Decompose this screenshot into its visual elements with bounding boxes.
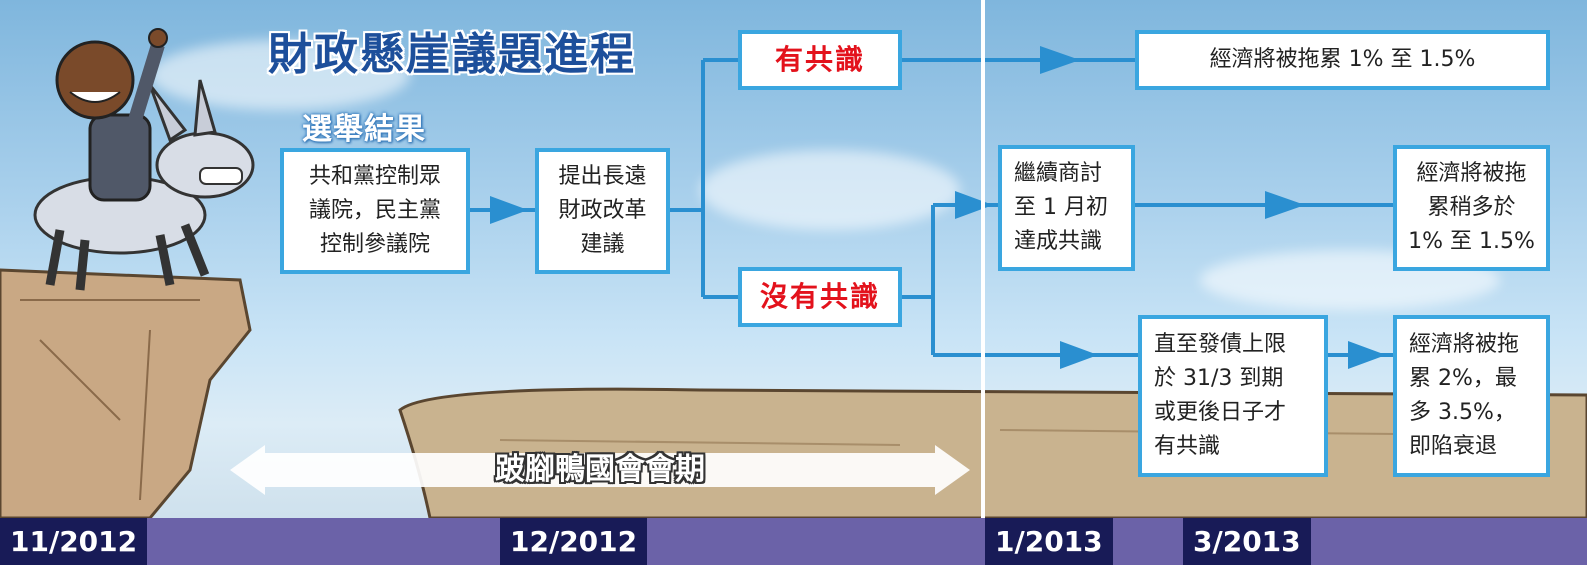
date-label: 11/2012 <box>0 518 148 565</box>
arrow-icon <box>1348 341 1386 369</box>
date-label: 12/2012 <box>500 518 648 565</box>
box-outcome-debt: 經濟將被拖 累 2%，最 多 3.5%， 即陷衰退 <box>1393 315 1550 477</box>
date-label: 1/2013 <box>985 518 1113 565</box>
page-title: 財政懸崖議題進程 <box>268 29 636 80</box>
box-outcome-consensus: 經濟將被拖累 1% 至 1.5% <box>1135 30 1550 90</box>
cloud <box>150 40 410 110</box>
session-label: 跛腳鴨國會會期 <box>495 452 705 487</box>
double-arrow-icon <box>230 445 970 495</box>
box-election-result: 共和黨控制眾 議院，民主黨 控制參議院 <box>280 148 470 274</box>
arrow-icon <box>1040 46 1080 74</box>
subtitle: 選舉結果 <box>302 112 426 147</box>
box-no-consensus: 沒有共識 <box>738 267 902 327</box>
box-consensus: 有共識 <box>738 30 902 90</box>
lame-duck-session: 跛腳鴨國會會期 <box>230 445 970 495</box>
arrow-icon <box>1060 341 1098 369</box>
timeline-bar <box>0 518 1587 565</box>
date-label: 3/2013 <box>1183 518 1311 565</box>
box-proposal: 提出長遠 財政改革 建議 <box>535 148 670 274</box>
rider-figure <box>55 28 168 202</box>
box-negotiate: 繼續商討 至 1 月初 達成共識 <box>998 145 1135 271</box>
cloud <box>700 150 960 230</box>
arrow-icon <box>1265 191 1305 219</box>
arrow-icon <box>490 196 528 224</box>
arrow-icon <box>955 191 993 219</box>
period-divider <box>981 0 985 518</box>
box-debt-ceiling: 直至發債上限 於 31/3 到期 或更後日子才 有共識 <box>1138 315 1328 477</box>
box-outcome-negotiate: 經濟將被拖 累稍多於 1% 至 1.5% <box>1393 145 1550 271</box>
